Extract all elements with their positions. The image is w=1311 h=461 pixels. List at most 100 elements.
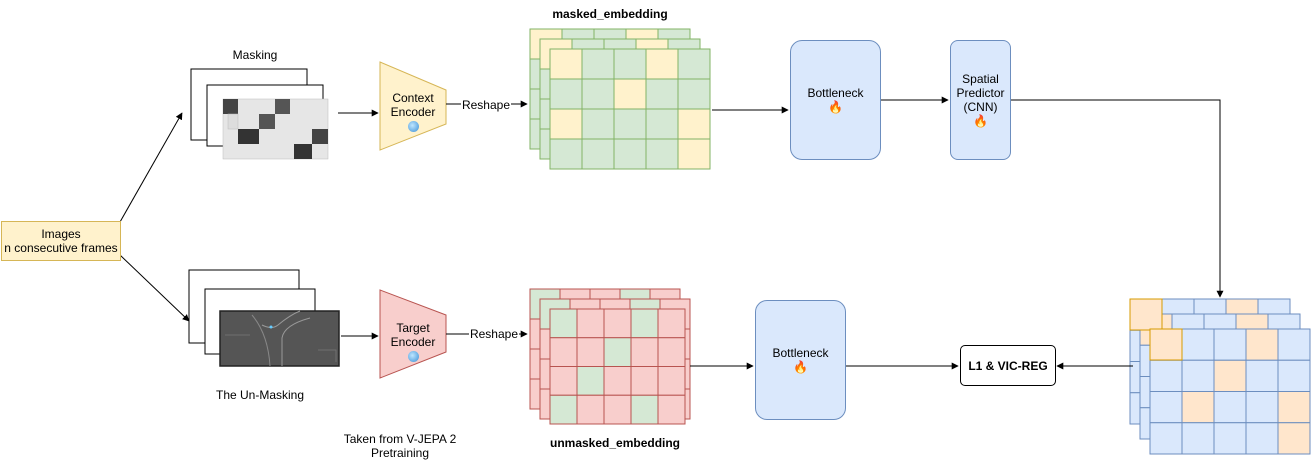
- embedding-cell: [1129, 298, 1163, 331]
- embedding-cell: [1213, 359, 1247, 392]
- embedding-cell: [677, 48, 711, 80]
- flame-icon: 🔥: [793, 360, 808, 374]
- embedding-cell: [657, 337, 686, 367]
- embedding-cell: [1277, 359, 1311, 392]
- target-encoder-line2: Encoder: [390, 335, 436, 349]
- bottleneck-bottom-label: Bottleneck: [772, 346, 829, 360]
- embedding-cell: [1213, 328, 1247, 361]
- bottleneck-top: Bottleneck 🔥: [790, 40, 881, 160]
- embedding-cell: [1245, 359, 1279, 392]
- spatial-predictor-line1: Spatial: [962, 72, 999, 86]
- frozen-icon: [407, 351, 419, 362]
- embedding-cell: [1149, 422, 1183, 455]
- input-images-box: Images n consecutive frames: [1, 221, 121, 261]
- masked-frames-stack: [190, 68, 329, 160]
- embedding-cell: [645, 108, 679, 140]
- context-encoder-line2: Encoder: [390, 105, 436, 119]
- target-encoder-line1: Target: [396, 321, 430, 335]
- embedding-cell: [1181, 422, 1215, 455]
- embedding-cell: [613, 48, 647, 80]
- embedding-cell: [1277, 391, 1311, 424]
- embedding-cell: [549, 138, 583, 170]
- flame-icon: 🔥: [973, 114, 988, 128]
- arrow-input-to-unmasked: [119, 254, 190, 322]
- embedding-cell: [657, 394, 686, 425]
- arrow-predictor-to-prediction: [1010, 99, 1224, 298]
- embedding-cell: [581, 108, 615, 140]
- masked-embedding-grid-stack: [529, 28, 711, 170]
- embedding-cell: [576, 366, 605, 396]
- unmasked-frame-image: [219, 310, 340, 367]
- frozen-icon: [407, 121, 419, 132]
- target-encoder-shape: [379, 289, 447, 379]
- embedding-cell: [645, 138, 679, 170]
- embedding-cell: [549, 366, 578, 396]
- context-encoder-line1: Context: [392, 91, 434, 105]
- embedding-cell: [1149, 328, 1183, 361]
- flame-icon: 🔥: [828, 100, 843, 114]
- arrow-input-to-masking: [119, 112, 183, 223]
- embedding-cell: [1149, 359, 1183, 392]
- unmasking-label: The Un-Masking: [215, 388, 305, 402]
- input-subtitle: n consecutive frames: [4, 241, 118, 255]
- embedding-cell: [677, 78, 711, 110]
- embedding-cell: [576, 308, 605, 339]
- reshape-label-bottom: Reshape: [469, 327, 519, 341]
- embedding-cell: [657, 366, 686, 396]
- embedding-cell: [581, 78, 615, 110]
- embedding-cell: [1181, 328, 1215, 361]
- context-encoder: Context Encoder: [378, 91, 448, 135]
- target-encoder: Target Encoder: [378, 321, 448, 365]
- bottleneck-bottom: Bottleneck 🔥: [755, 300, 846, 420]
- masked-frame-image: [222, 98, 329, 160]
- embedding-cell: [630, 366, 659, 396]
- embedding-cell: [549, 337, 578, 367]
- spatial-predictor-line2: Predictor: [956, 86, 1005, 100]
- embedding-cell: [603, 394, 632, 425]
- unmasked-embedding-grid-stack: [529, 288, 691, 425]
- embedding-cell: [581, 138, 615, 170]
- embedding-cell: [1149, 391, 1183, 424]
- input-title: Images: [41, 227, 81, 241]
- predicted-embedding-grid-stack: [1129, 298, 1311, 455]
- embedding-cell: [1213, 422, 1247, 455]
- credit-note: Taken from V-JEPA 2 Pretraining: [330, 432, 470, 460]
- embedding-cell: [603, 337, 632, 367]
- embedding-cell: [549, 394, 578, 425]
- embedding-cell: [630, 337, 659, 367]
- embedding-cell: [645, 48, 679, 80]
- embedding-cell: [549, 48, 583, 80]
- embedding-cell: [603, 308, 632, 339]
- embedding-cell: [576, 394, 605, 425]
- bottleneck-top-label: Bottleneck: [807, 86, 864, 100]
- embedding-cell: [677, 108, 711, 140]
- loss-label: L1 & VIC-REG: [968, 358, 1048, 373]
- unmasked-embedding-label: unmasked_embedding: [549, 436, 681, 450]
- reshape-label-top: Reshape: [461, 98, 511, 112]
- embedding-cell: [645, 78, 679, 110]
- embedding-cell: [1245, 328, 1279, 361]
- embedding-cell: [630, 308, 659, 339]
- masking-label: Masking: [232, 48, 278, 62]
- embedding-cell: [1277, 422, 1311, 455]
- embedding-cell: [549, 308, 578, 339]
- embedding-cell: [549, 78, 583, 110]
- embedding-cell: [1213, 391, 1247, 424]
- embedding-cell: [1245, 422, 1279, 455]
- credit-line-1: Taken from V-JEPA 2: [343, 432, 457, 446]
- embedding-cell: [1181, 359, 1215, 392]
- embedding-cell: [613, 138, 647, 170]
- embedding-cell: [1181, 391, 1215, 424]
- masked-embedding-label: masked_embedding: [552, 7, 668, 21]
- embedding-cell: [677, 138, 711, 170]
- embedding-cell: [1277, 328, 1311, 361]
- unmasked-frames-stack: [188, 269, 340, 367]
- embedding-cell: [613, 78, 647, 110]
- embedding-cell: [603, 366, 632, 396]
- credit-line-2: Pretraining: [370, 446, 430, 460]
- embedding-cell: [581, 48, 615, 80]
- connectors: [119, 96, 1224, 370]
- embedding-cell: [549, 108, 583, 140]
- spatial-predictor-line3: (CNN): [963, 100, 998, 114]
